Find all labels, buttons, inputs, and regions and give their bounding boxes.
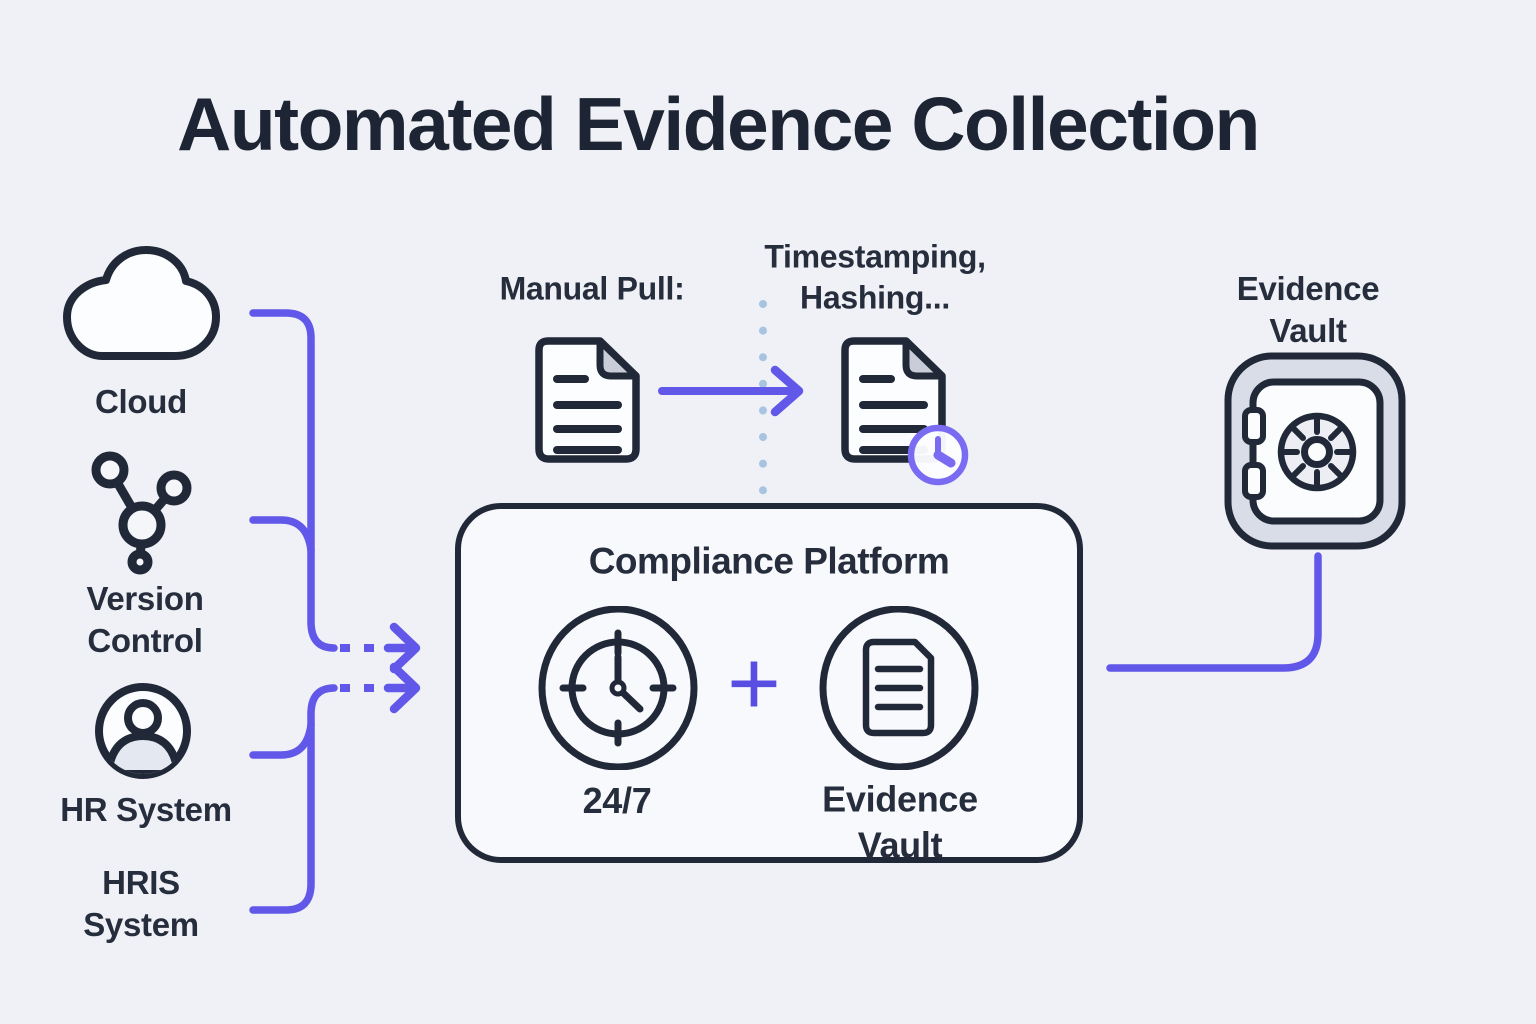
manual-pull-label: Manual Pull: (499, 270, 685, 307)
document-icon (535, 337, 640, 463)
vault-dial (1277, 412, 1357, 492)
cloud-connector-line (249, 309, 338, 652)
cloud-label: Cloud (95, 383, 187, 421)
timestamped-document-icon (841, 337, 969, 486)
evidence-vault-label: Evidence Vault (1236, 270, 1380, 349)
hris-connector-line (249, 684, 338, 914)
hris-system-label: HRIS System (83, 864, 199, 943)
vault-icon (1224, 352, 1406, 550)
evidence-document-icon (819, 606, 979, 770)
version-control-connector-line (249, 516, 315, 554)
manual-pull-arrow (658, 365, 804, 417)
version-control-icon (91, 451, 192, 575)
timestamping-hashing-label: Timestamping, Hashing... (764, 238, 986, 315)
version-control-label: Version Control (86, 580, 204, 659)
hr-system-label: HR System (60, 791, 232, 829)
clock-badge-icon (907, 424, 969, 486)
clock-icon (538, 606, 698, 770)
dashed-arrow-bottom (340, 662, 421, 714)
vault-connector-line (1106, 552, 1322, 672)
clock-247-label: 24/7 (582, 780, 652, 822)
plus-icon: + (727, 632, 781, 735)
hr-connector-line (249, 721, 315, 759)
cloud-icon (63, 246, 220, 360)
compliance-platform-title: Compliance Platform (588, 540, 950, 582)
dashed-arrow-top (340, 622, 421, 674)
hr-system-icon (95, 683, 191, 779)
platform-evidence-vault-label: Evidence Vault (822, 778, 978, 865)
page-title: Automated Evidence Collection (177, 82, 1260, 166)
